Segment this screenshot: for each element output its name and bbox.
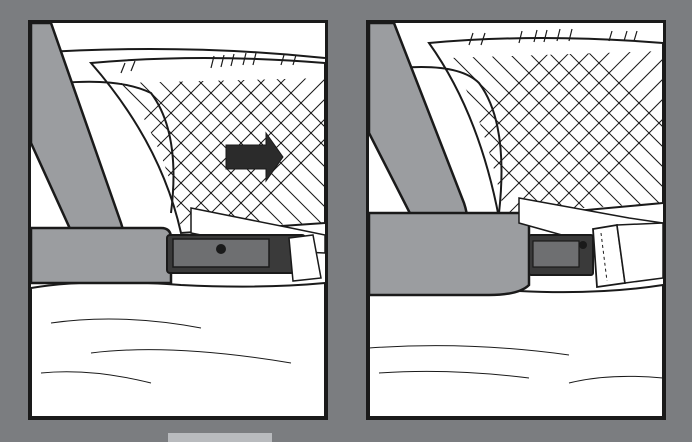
seat-cushion [369,285,663,417]
seat-belt-illustration-after [369,23,663,417]
illustration-panel-before [28,20,328,420]
seat-cushion [31,282,325,417]
buckle-latched [529,223,663,287]
seat-belt-illustration-before [31,23,325,417]
caption-tab [168,433,272,442]
illustration-panel-after [366,20,666,420]
buckle-tongue [167,235,321,281]
